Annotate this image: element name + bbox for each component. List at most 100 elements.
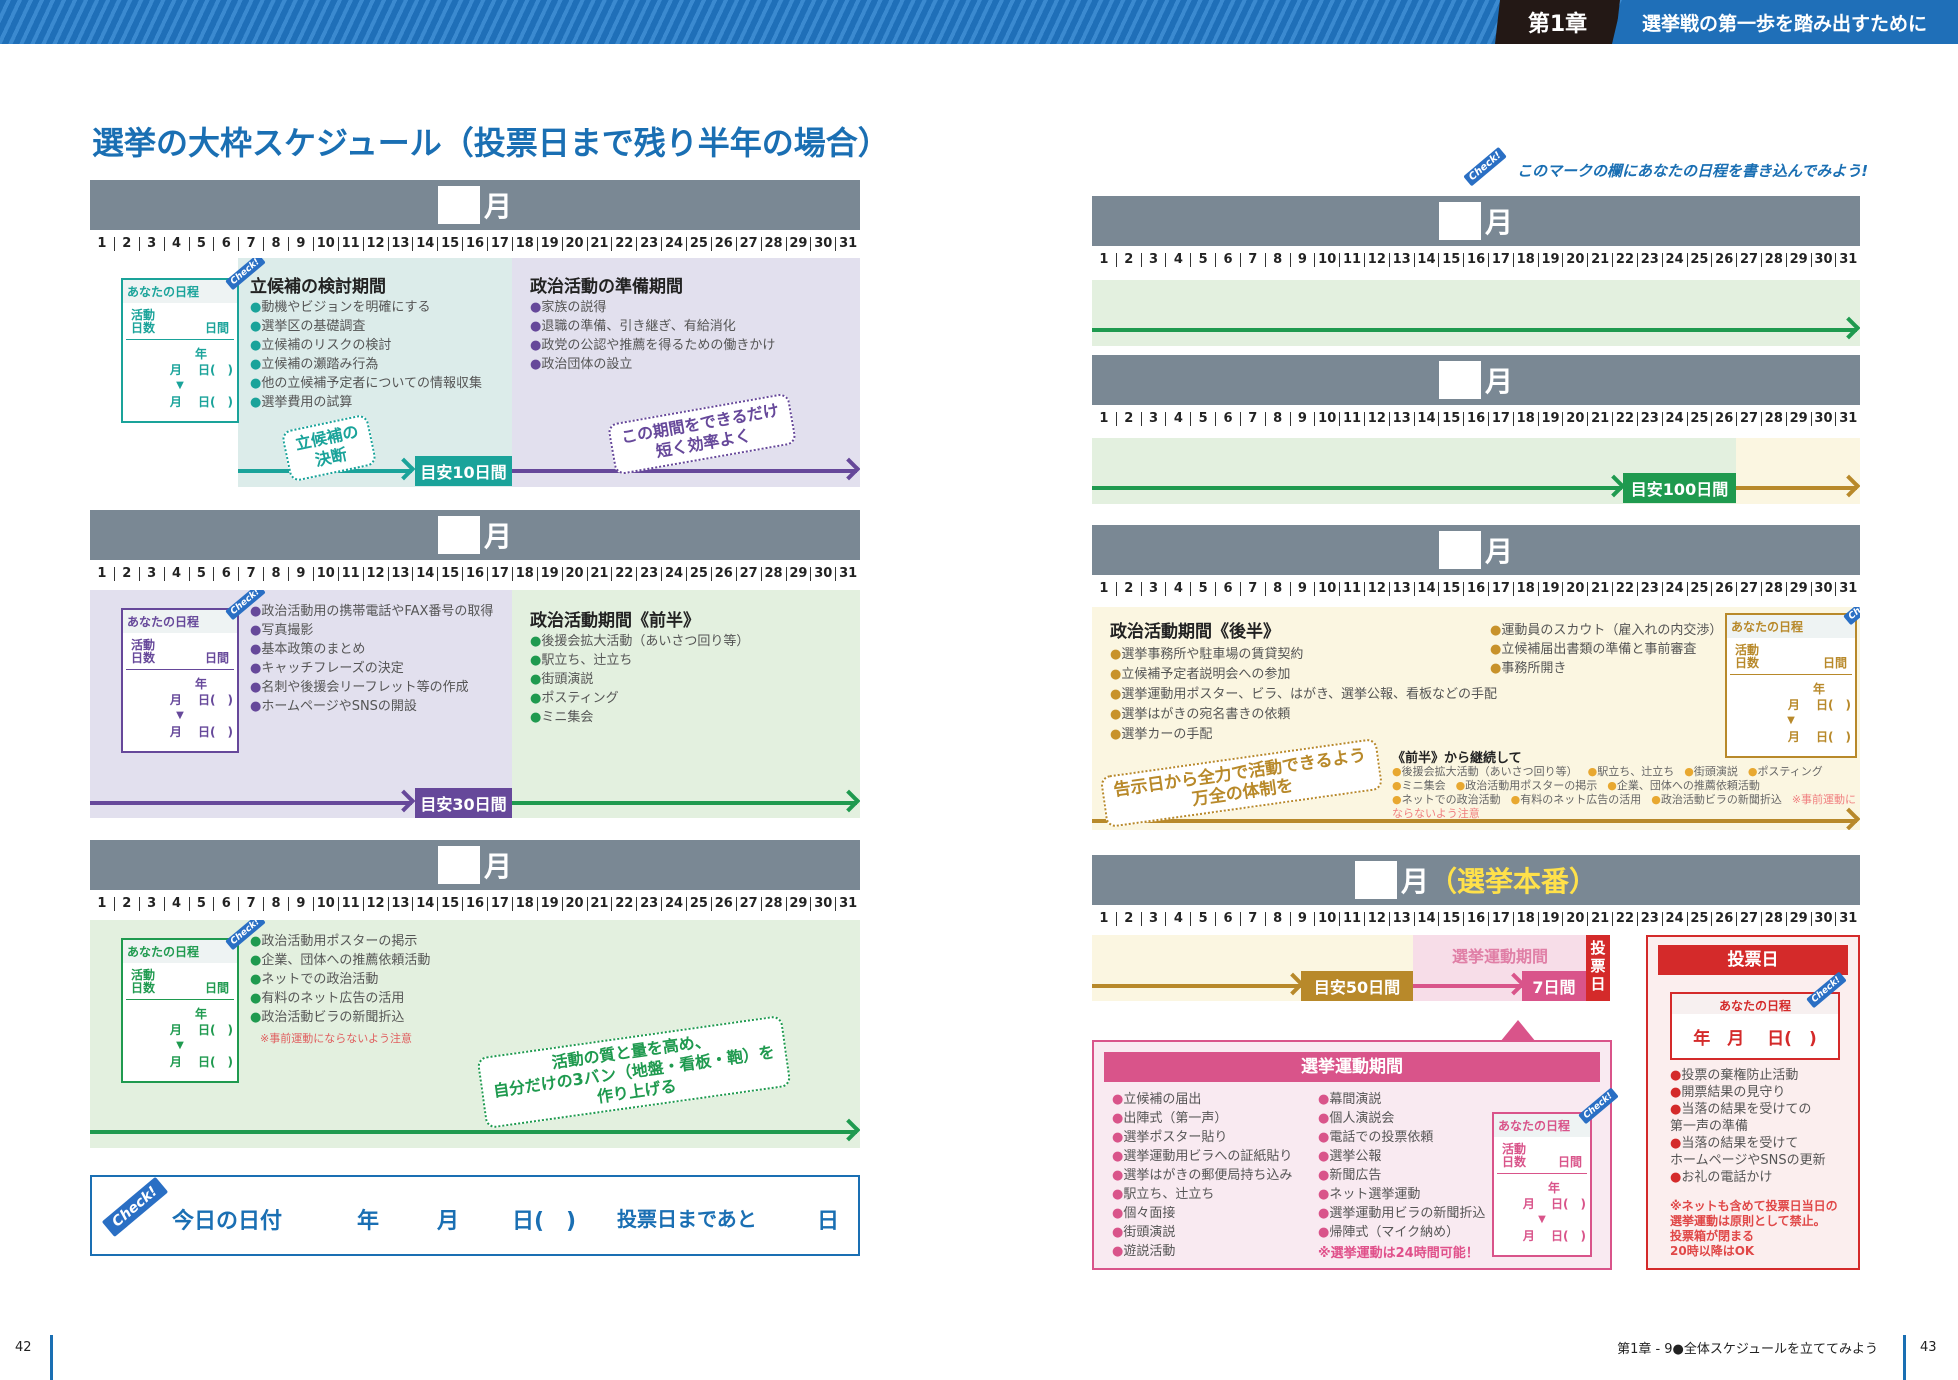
- activity-days-row[interactable]: 活動日数日間: [1730, 638, 1852, 675]
- day-number: 1: [97, 896, 107, 911]
- end-date-field[interactable]: 月 日( ): [169, 395, 233, 409]
- list-item: 立候補届出書類の準備と事前審査: [1490, 640, 1722, 659]
- list-item: 電話での投票依頼: [1318, 1128, 1485, 1147]
- month-input-box[interactable]: [1438, 361, 1481, 399]
- year-field[interactable]: 年: [194, 1007, 207, 1021]
- day-number: 24: [1661, 582, 1687, 596]
- end-date-field[interactable]: 月 日( ): [169, 1055, 233, 1069]
- day-number: 7: [1239, 253, 1265, 267]
- day-number: 15: [437, 897, 462, 911]
- list-item: ネットでの政治活動: [250, 970, 430, 989]
- day-label: 日( ): [512, 1209, 577, 1234]
- activity-days-row[interactable]: 活動日数日間: [126, 633, 234, 670]
- day-number: 24: [1661, 912, 1687, 926]
- day-number: 6: [1215, 253, 1240, 267]
- month-input-box[interactable]: [437, 186, 480, 224]
- activity-days-label: 活動日数: [131, 309, 155, 335]
- vote-note: ※ネットも含めて投票日当日の 選挙運動は原則として禁止。 投票箱が閉まる 20時…: [1670, 1199, 1838, 1258]
- panel-title: 選挙運動期間: [1104, 1052, 1600, 1082]
- day-number: 6: [213, 567, 238, 581]
- period-heading: 立候補の検討期間: [250, 277, 386, 297]
- day-number: 16: [462, 237, 487, 251]
- timeline-arrow: [90, 801, 412, 805]
- day-number: 8: [1264, 412, 1290, 426]
- day-number: 23: [1636, 253, 1662, 267]
- schedule-title: あなたの日程: [123, 610, 237, 633]
- days-unit: 日間: [204, 981, 229, 995]
- month-input-box[interactable]: [1438, 202, 1481, 240]
- day-number: 23: [636, 237, 661, 251]
- day-number: 9: [1289, 253, 1315, 267]
- day-number: 19: [536, 897, 562, 911]
- day-number: 8: [263, 567, 288, 581]
- start-date-field[interactable]: 月 日( ): [169, 693, 233, 707]
- label-line: 日数: [131, 981, 156, 995]
- list-item: ●ポスティング: [1748, 765, 1823, 779]
- day-number: 7: [238, 567, 263, 581]
- day-number: 28: [1760, 582, 1786, 596]
- list-item: 選挙運動用ビラの新聞折込: [1318, 1204, 1485, 1223]
- day-number: 12: [1363, 582, 1389, 596]
- list-item: 投票の棄権防止活動: [1670, 1067, 1826, 1084]
- year-field[interactable]: 年: [194, 347, 207, 361]
- day-number: 2: [1115, 253, 1141, 267]
- start-date-field[interactable]: 月 日( ): [1787, 698, 1851, 712]
- year-field[interactable]: 年: [1547, 1181, 1560, 1195]
- day-number: 3: [138, 237, 164, 251]
- day-number: 9: [288, 567, 313, 581]
- day-number: 7: [1239, 412, 1265, 426]
- day-number: 21: [586, 897, 612, 911]
- day-number: 13: [1388, 582, 1414, 596]
- end-date-field[interactable]: 月 日( ): [169, 725, 233, 739]
- list-item: 選挙事務所や駐車場の賃貸契約: [1110, 645, 1497, 665]
- year-field[interactable]: 年: [1812, 682, 1825, 696]
- day-number: 31: [1835, 582, 1860, 596]
- list-item: 幕間演説: [1318, 1090, 1485, 1109]
- check-bar[interactable]: Check! 今日の日付 年 月 日( ) 投票日まであと 日: [90, 1175, 860, 1256]
- list-item: 帰陣式（マイク納め）: [1318, 1223, 1485, 1242]
- days-unit: 日間: [1822, 656, 1847, 670]
- list-item: 開票結果の見守り: [1670, 1084, 1826, 1101]
- month-input-box[interactable]: [437, 516, 480, 554]
- timeline-arrow: [512, 469, 857, 473]
- list-item: 政治団体の設立: [530, 355, 775, 374]
- item-text: 後援会拡大活動（あいさつ回り等）: [1401, 765, 1578, 778]
- bullet-icon: ●: [1392, 793, 1402, 806]
- start-date-field[interactable]: 月 日( ): [1522, 1197, 1586, 1211]
- day-number: 24: [661, 567, 686, 581]
- activity-days-row[interactable]: 活動日数日間: [126, 303, 234, 340]
- month-input-box[interactable]: [437, 846, 480, 884]
- item-text: 街頭演説: [1693, 765, 1738, 778]
- start-date-field[interactable]: 月 日( ): [169, 363, 233, 377]
- day-number: 4: [163, 897, 189, 911]
- activity-days-row[interactable]: 活動日数日間: [1497, 1137, 1587, 1174]
- list-item: 当落の結果を受けて ホームページやSNSの更新: [1670, 1135, 1826, 1169]
- list-item: 事務所開き: [1490, 659, 1722, 678]
- month-input-box[interactable]: [1354, 861, 1397, 899]
- day-number: 15: [437, 237, 462, 251]
- day-number: 28: [760, 237, 786, 251]
- day-number: 13: [387, 237, 413, 251]
- month-header: 月（選挙本番）: [1092, 855, 1860, 905]
- activity-days-row[interactable]: 活動日数日間: [126, 963, 234, 1000]
- day-number: 22: [611, 567, 636, 581]
- year-field[interactable]: 年: [194, 677, 207, 691]
- day-number: 26: [710, 567, 736, 581]
- day-number: 15: [437, 567, 462, 581]
- end-date-field[interactable]: 月 日( ): [1522, 1229, 1586, 1243]
- day-number: 11: [1339, 253, 1364, 267]
- day-number: 13: [387, 897, 413, 911]
- day-number: 27: [735, 897, 761, 911]
- month-input-box[interactable]: [1438, 531, 1481, 569]
- end-date-field[interactable]: 月 日( ): [1787, 730, 1851, 744]
- day-number: 16: [1463, 582, 1488, 596]
- vote-schedule-box[interactable]: あなたの日程 年 月 日( ) Check!: [1670, 971, 1847, 1060]
- start-date-field[interactable]: 月 日( ): [169, 1023, 233, 1037]
